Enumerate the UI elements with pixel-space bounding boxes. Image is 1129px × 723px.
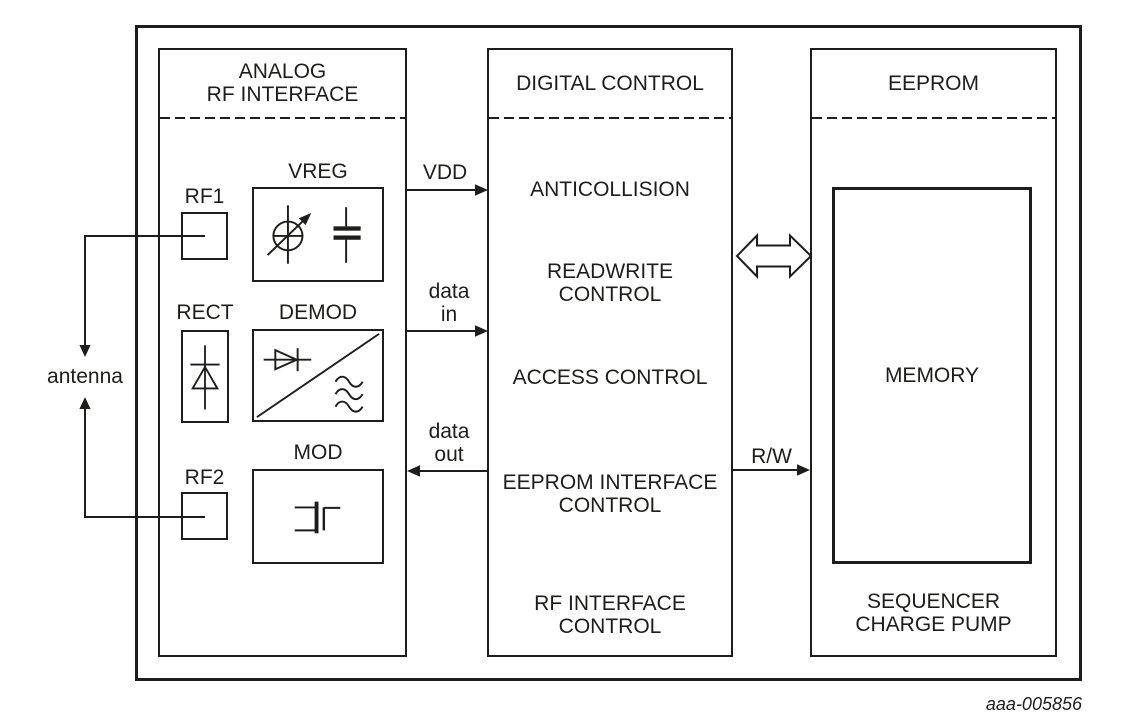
digital-title-separator — [489, 117, 731, 119]
mod-label: MOD — [293, 441, 343, 464]
outer-frame — [135, 25, 1082, 681]
demod-symbol-icon — [256, 333, 380, 418]
demod-label: DEMOD — [278, 301, 358, 324]
memory-label: MEMORY — [884, 364, 980, 387]
eeprom-title-separator — [812, 117, 1055, 119]
analog-block-title: ANALOG RF INTERFACE — [206, 60, 359, 106]
antenna-label: antenna — [47, 365, 123, 388]
mod-symbol-icon — [294, 501, 341, 534]
rw-signal-label: R/W — [751, 445, 792, 468]
rf2-label: RF2 — [184, 466, 225, 489]
data-in-signal-label: data in — [428, 280, 470, 326]
vreg-label: VREG — [288, 160, 348, 183]
memory-box: MEMORY — [832, 187, 1032, 564]
function-anticollision: ANTICOLLISION — [530, 178, 690, 201]
demod-box — [252, 329, 384, 422]
rf1-pad-box — [181, 212, 228, 260]
digital-control-block: DIGITAL CONTROL ANTICOLLISION READWRITE … — [487, 48, 733, 657]
rect-box — [181, 330, 229, 423]
vdd-signal-label: VDD — [422, 161, 468, 184]
analog-title-separator — [160, 117, 405, 119]
function-rf-interface-control: RF INTERFACE CONTROL — [534, 592, 686, 638]
function-access-control: ACCESS CONTROL — [512, 366, 708, 389]
vreg-symbol-icon — [266, 205, 361, 264]
analog-rf-interface-block: ANALOG RF INTERFACE RF1 VREG — [158, 48, 407, 657]
antenna-up-arrowhead-icon — [79, 397, 91, 409]
sequencer-charge-pump-label: SEQUENCER CHARGE PUMP — [855, 590, 1012, 636]
function-eeprom-interface-control: EEPROM INTERFACE CONTROL — [502, 471, 718, 517]
eeprom-block-title: EEPROM — [887, 72, 979, 95]
vreg-box — [252, 187, 384, 282]
rect-diode-icon — [190, 345, 220, 410]
data-out-signal-label: data out — [428, 420, 470, 466]
figure-caption: aaa-005856 — [985, 694, 1082, 714]
rect-label: RECT — [176, 301, 234, 324]
eeprom-block: EEPROM MEMORY SEQUENCER CHARGE PUMP — [810, 48, 1057, 657]
rf2-pad-box — [181, 492, 228, 540]
mod-box — [252, 469, 384, 564]
function-readwrite-control: READWRITE CONTROL — [547, 260, 673, 306]
digital-block-title: DIGITAL CONTROL — [516, 72, 704, 95]
rf1-label: RF1 — [184, 185, 225, 208]
antenna-down-arrowhead-icon — [79, 345, 91, 357]
